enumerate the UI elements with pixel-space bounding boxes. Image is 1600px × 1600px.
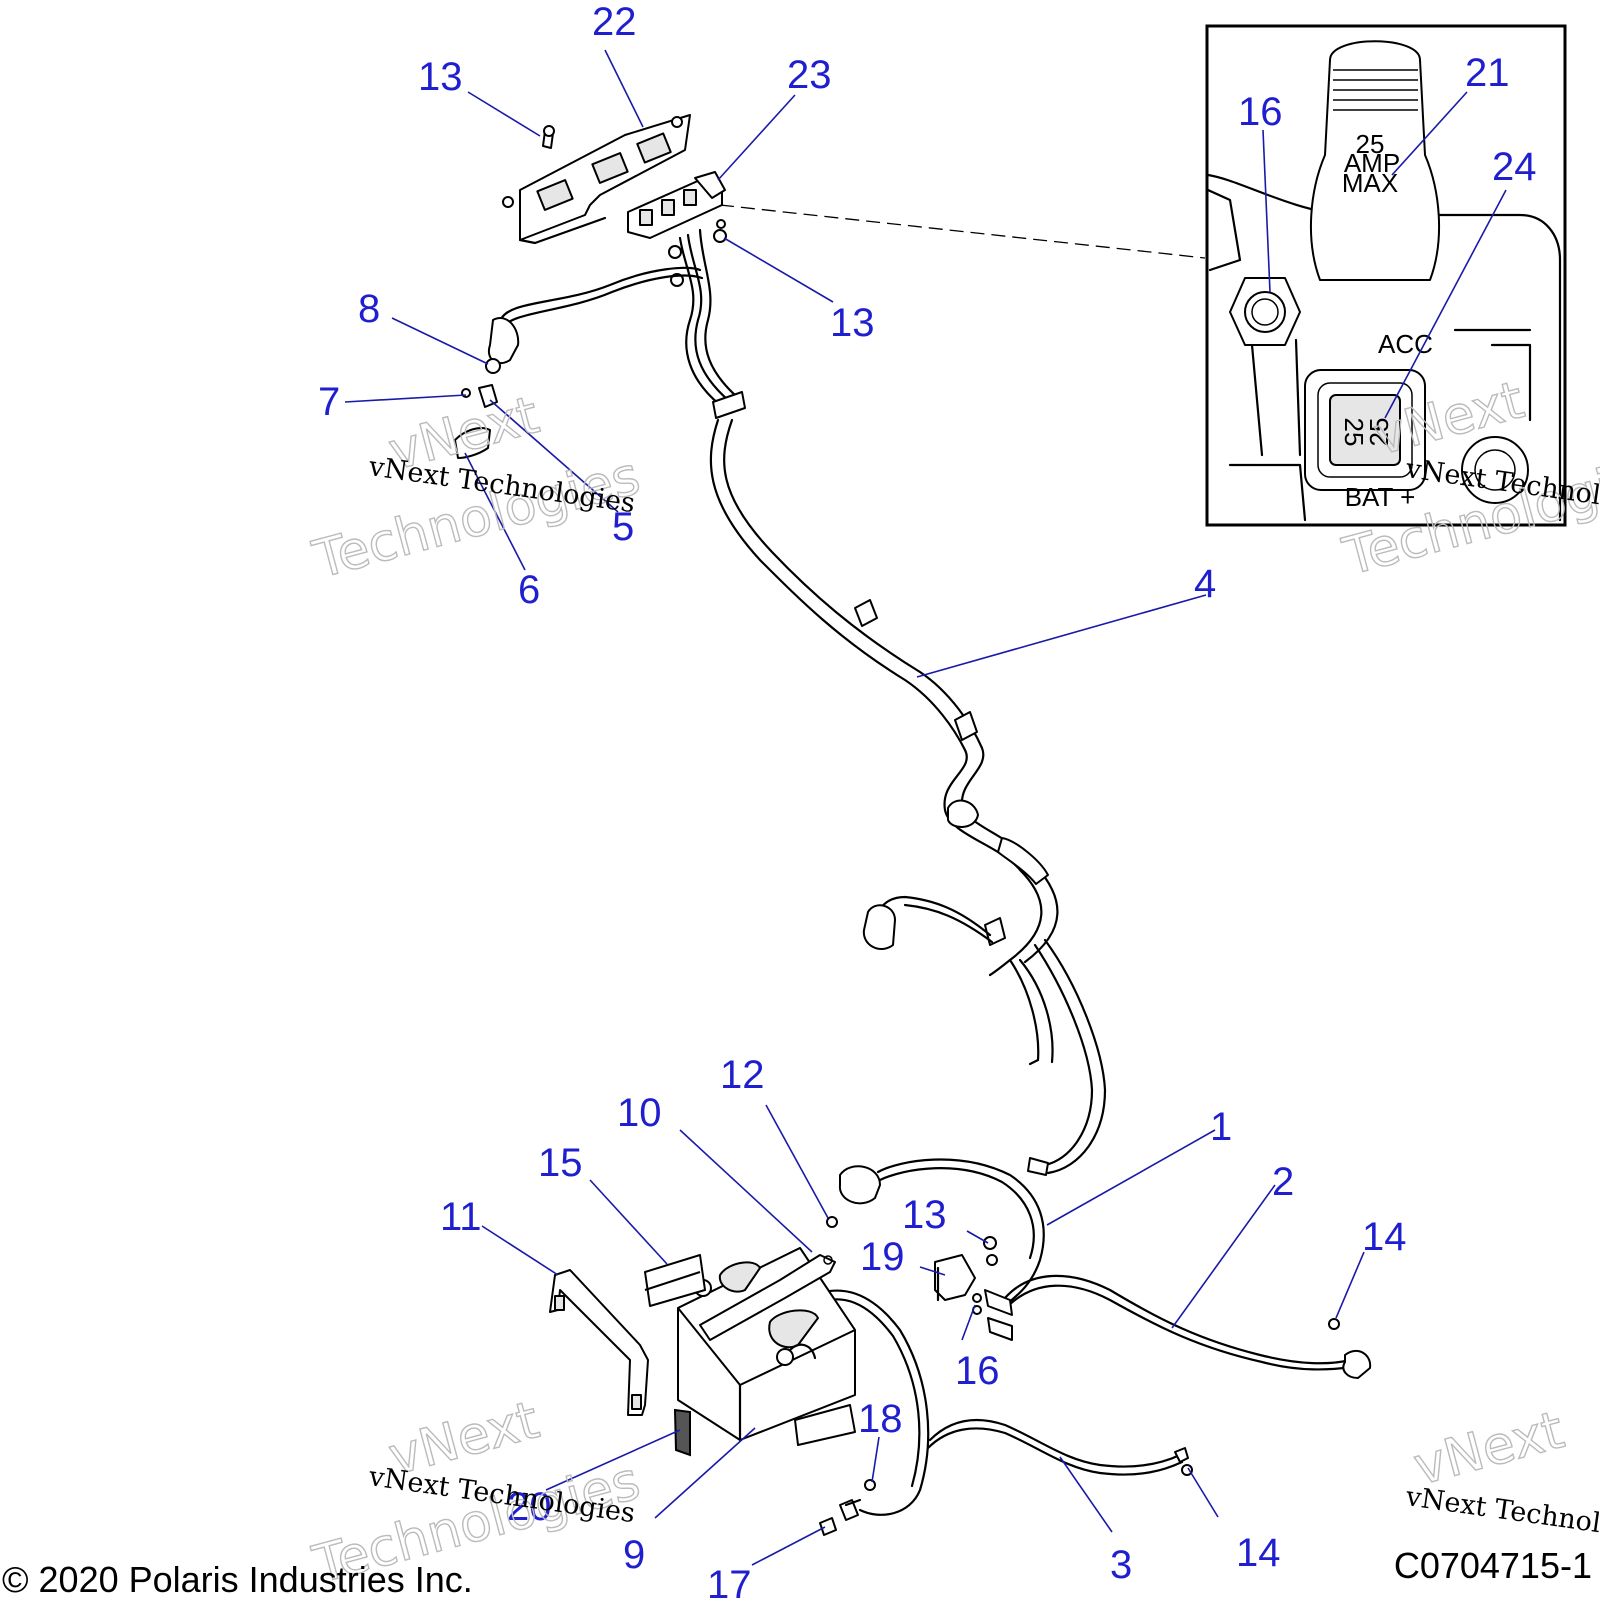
callout-7: 7: [318, 380, 340, 424]
cable: [813, 1158, 1372, 1521]
nut-icon: [485, 358, 501, 374]
callout-numbers: 22 13 23 13 8 7 5 6 4 16 21 24 1 2 14 14…: [318, 0, 1537, 1600]
screw-icon: [542, 125, 555, 149]
screw-icon: [668, 219, 727, 287]
callout-11: 11: [440, 1195, 482, 1239]
bolt-icon: [819, 1517, 837, 1536]
callout-15: 15: [538, 1141, 583, 1185]
callout-1: 1: [1210, 1105, 1232, 1149]
relay-bracket-icon: [934, 1254, 982, 1315]
mounting-bracket: [502, 114, 691, 245]
callout-13: 13: [418, 55, 463, 99]
callout-20: 20: [507, 1485, 552, 1529]
fuse-value-a: 25: [1339, 418, 1369, 447]
watermark-text: vNext Technologies: [1403, 1481, 1600, 1549]
wiring-harness: [498, 228, 1107, 1176]
callout-22: 22: [592, 0, 637, 44]
screw-icon: [826, 1216, 998, 1266]
callout-2: 2: [1272, 1160, 1294, 1204]
callout-21: 21: [1465, 51, 1510, 95]
battery-pad-dark-icon: [673, 1408, 691, 1457]
callout-23: 23: [787, 53, 832, 97]
fuse-25-amp-icon: [1309, 40, 1441, 281]
callout-6: 6: [518, 568, 540, 612]
nut-icon: [864, 1318, 1340, 1491]
copyright-notice: © 2020 Polaris Industries Inc.: [2, 1559, 473, 1600]
callout-24: 24: [1492, 145, 1537, 189]
cover-icon: [454, 427, 491, 459]
battery-pad-icon: [644, 1254, 706, 1307]
fuse-value-b: 25: [1364, 418, 1394, 447]
drawing-id: C0704715-1: [1394, 1545, 1592, 1586]
callout-5: 5: [612, 505, 634, 549]
callout-13: 13: [830, 301, 875, 345]
callout-17: 17: [707, 1563, 752, 1600]
terminal-post-icon: [1461, 436, 1529, 504]
callout-14: 14: [1362, 1215, 1407, 1259]
callout-8: 8: [358, 287, 380, 331]
battery-pad-icon: [794, 1404, 856, 1446]
callout-leaders: [344, 49, 1507, 1566]
fuse-rating-unit: AMP: [1344, 148, 1400, 178]
battery: [677, 1247, 856, 1442]
callout-4: 4: [1194, 562, 1216, 606]
callout-3: 3: [1110, 1543, 1132, 1587]
hold-down-strap: [549, 1269, 649, 1416]
bat-plus-label: BAT +: [1345, 482, 1416, 512]
callout-10: 10: [617, 1091, 662, 1135]
watermark-brand: vNext: [1408, 1400, 1570, 1497]
fuse-block: [627, 171, 726, 239]
callout-19: 19: [860, 1235, 905, 1279]
watermark: vNext Technologies vNext Technologies vN…: [306, 370, 1600, 1597]
callout-14: 14: [1236, 1531, 1281, 1575]
callout-18: 18: [858, 1397, 903, 1441]
callout-13: 13: [902, 1193, 947, 1237]
boot-connector-icon: [487, 317, 520, 365]
fuse-rating-number: 25: [1356, 129, 1385, 159]
callout-16: 16: [955, 1349, 1000, 1393]
callout-12: 12: [720, 1053, 765, 1097]
fuse-rating-max: MAX: [1342, 168, 1398, 198]
callout-9: 9: [623, 1533, 645, 1577]
callout-16: 16: [1238, 90, 1283, 134]
hex-nut-icon: [1229, 277, 1301, 346]
